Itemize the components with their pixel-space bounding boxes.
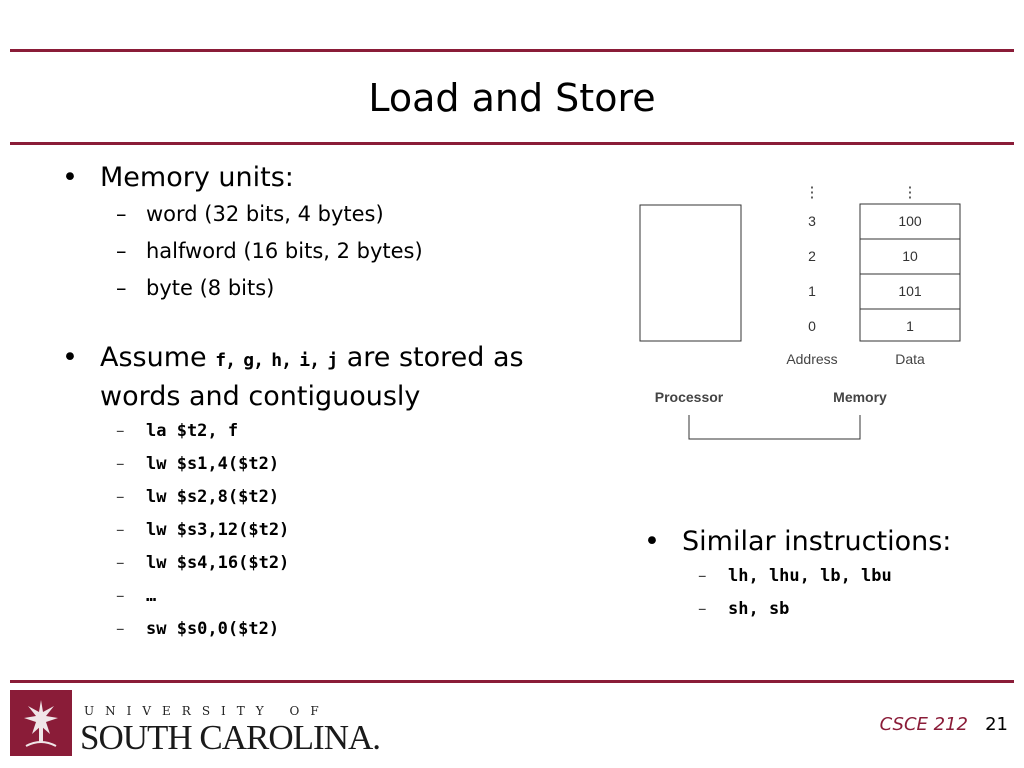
- sub-bullet: –halfword (16 bits, 2 bytes): [116, 239, 423, 263]
- address-0: 0: [808, 318, 816, 334]
- code-line: –lw $s3,12($t2): [116, 520, 290, 540]
- data-value: 1: [906, 318, 914, 334]
- top-rule: [10, 49, 1014, 52]
- bullet-similar: • Similar instructions:: [644, 526, 952, 557]
- memory-cell: [859, 308, 961, 342]
- university-seal-logo: [10, 690, 72, 756]
- course-code: CSCE 212: [879, 714, 968, 735]
- code-line: –sh, sb: [698, 599, 790, 619]
- code-line: –lw $s2,8($t2): [116, 487, 280, 507]
- data-value: 100: [898, 213, 922, 229]
- address-label: Address: [786, 351, 837, 367]
- assume-text-1: Assume: [100, 342, 216, 373]
- memory-cell: [859, 273, 961, 310]
- assume-text-2: words and contiguously: [100, 381, 421, 412]
- processor-label: Processor: [655, 389, 724, 405]
- code-line: –lw $s1,4($t2): [116, 454, 280, 474]
- address-ellipsis: ⋮: [805, 184, 820, 201]
- bullet-memory-units: • Memory units:: [62, 160, 622, 196]
- right-column: • Similar instructions: –lh, lhu, lb, lb…: [644, 524, 1014, 626]
- data-value: 101: [898, 283, 922, 299]
- slide-title: Load and Store: [368, 76, 656, 120]
- address-1: 1: [808, 283, 816, 299]
- code-line: –lw $s4,16($t2): [116, 553, 290, 573]
- code-line: –sw $s0,0($t2): [116, 619, 280, 639]
- page-number: 21: [985, 714, 1008, 735]
- data-label: Data: [895, 351, 925, 367]
- left-column: • Memory units: –word (32 bits, 4 bytes)…: [62, 160, 622, 646]
- bullet-text: Memory units:: [100, 162, 294, 193]
- logo-text-top: UNIVERSITY OF: [84, 704, 330, 718]
- sub-bullet: –byte (8 bits): [116, 276, 275, 300]
- address-2: 2: [808, 248, 816, 264]
- code-line: –lh, lhu, lb, lbu: [698, 566, 892, 586]
- address-3: 3: [808, 213, 816, 229]
- memory-cell: [859, 238, 961, 275]
- footer-rule: [10, 680, 1014, 683]
- bullet-assume: • Assume f, g, h, i, j are stored as wor…: [62, 342, 524, 412]
- data-ellipsis: ⋮: [903, 184, 918, 201]
- bullet-glyph: •: [62, 162, 78, 193]
- memory-label: Memory: [833, 389, 887, 405]
- logo-text-main: SOUTH CAROLINA.: [80, 718, 381, 757]
- processor-memory-diagram: ⋮ ⋮ 3 2 1 0 100 10 101 1 Address Data Pr…: [639, 184, 961, 440]
- code-line: –la $t2, f: [116, 421, 239, 441]
- bus-connector: [688, 415, 861, 440]
- title-rule: [10, 142, 1014, 145]
- processor-box: [639, 204, 742, 342]
- data-value: 10: [902, 248, 918, 264]
- code-line: –…: [116, 586, 157, 606]
- sub-bullet: –word (32 bits, 4 bytes): [116, 202, 384, 226]
- memory-cell: [859, 203, 961, 240]
